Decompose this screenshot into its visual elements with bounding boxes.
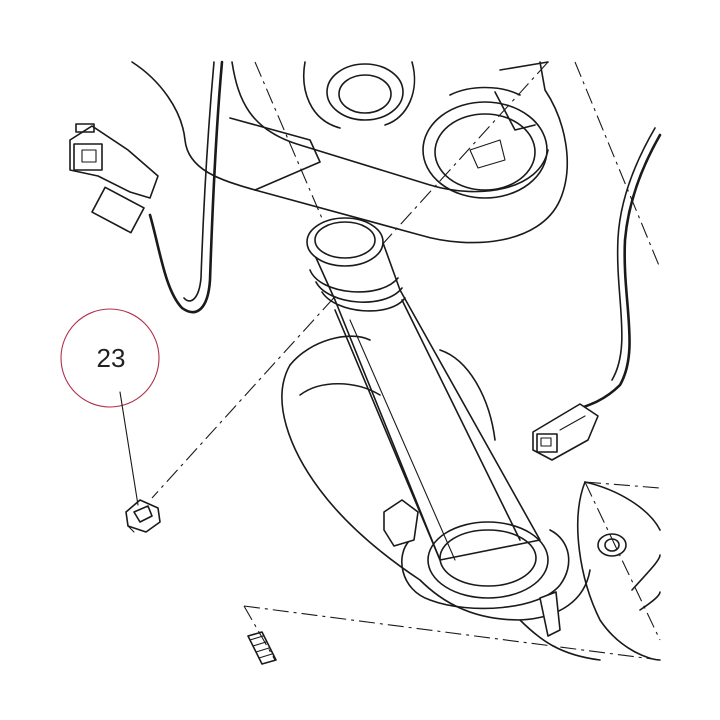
callout-23: 23 [60,308,160,506]
part-23-clip [125,499,161,533]
right-wiring-harness [532,127,662,461]
steering-stem [306,217,541,561]
upper-triple-clamp [131,61,568,244]
bolt [247,631,277,665]
left-wiring-harness [69,60,224,314]
leader-line [119,391,139,506]
callout-label: 23 [97,343,126,373]
lower-triple-clamp [281,335,661,661]
callout-circle [60,308,160,408]
